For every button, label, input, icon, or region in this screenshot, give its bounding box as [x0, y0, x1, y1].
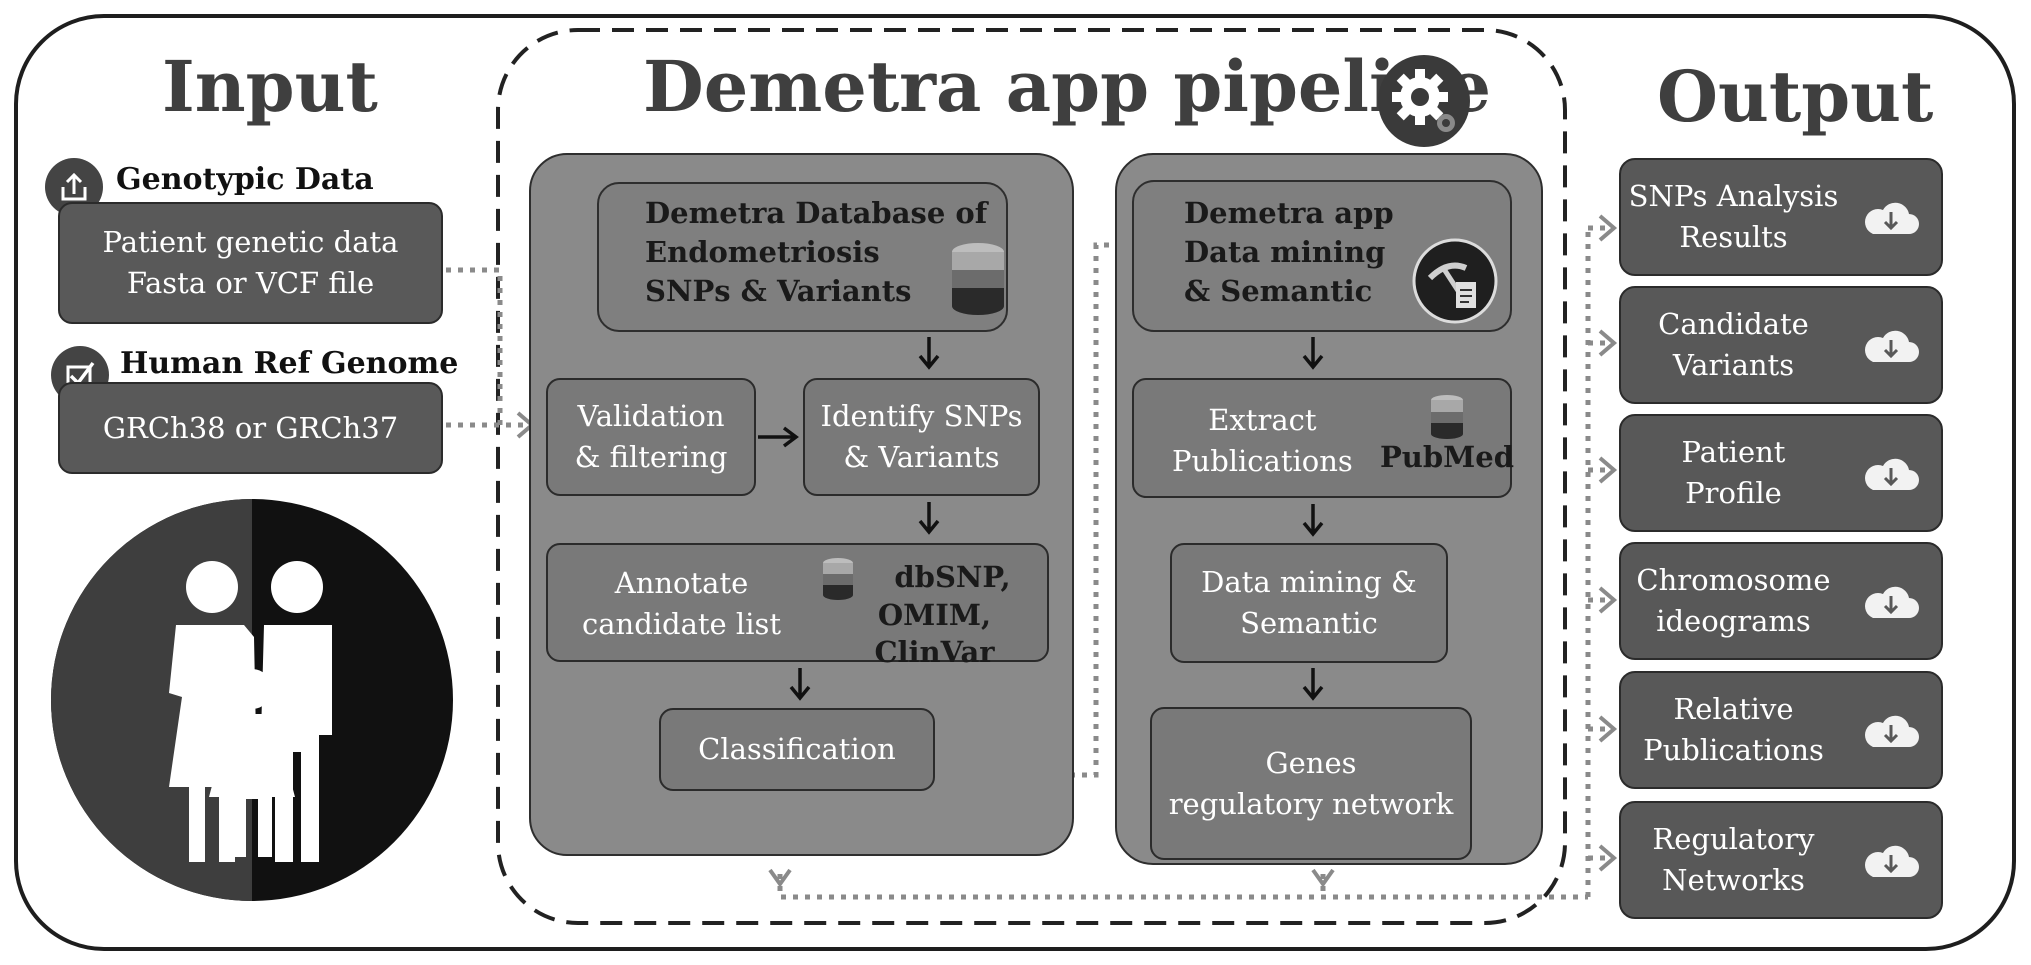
patient-genetic-data-line1: Patient genetic data: [102, 225, 399, 260]
output-line1: Chromosome: [1636, 563, 1831, 598]
classification-text: Classification: [698, 732, 896, 767]
output-line2: Networks: [1662, 863, 1805, 897]
sources-line1: dbSNP,: [894, 560, 1011, 594]
validation-line1: Validation: [577, 399, 725, 434]
annotation-sources: dbSNP, OMIM, ClinVar: [858, 559, 1047, 672]
output-candidate-variants[interactable]: Candidate Variants: [1619, 286, 1943, 404]
header-line1: Demetra app: [1184, 196, 1394, 230]
patient-genetic-data-box: Patient genetic data Fasta or VCF file: [58, 202, 443, 324]
identify-line2: & Variants: [843, 440, 1000, 474]
classification-box: Classification: [659, 708, 935, 791]
output-line1: Candidate: [1658, 307, 1809, 342]
data-mining-header-box: Demetra app Data mining & Semantic: [1132, 180, 1512, 332]
database-line1: Demetra Database of: [645, 196, 988, 230]
sources-line2: OMIM, ClinVar: [874, 597, 995, 670]
genes-line2: regulatory network: [1168, 786, 1454, 821]
patient-genetic-data-line2: Fasta or VCF file: [126, 266, 375, 300]
extract-line1: Extract: [1208, 403, 1317, 437]
genes-regulatory-network-box: Genes regulatory network: [1150, 707, 1472, 860]
output-snps-analysis-results[interactable]: SNPs Analysis Results: [1619, 158, 1943, 276]
extract-publications-box: Extract Publications PubMed: [1132, 378, 1514, 498]
ref-genome-text: GRCh38 or GRCh37: [102, 410, 399, 445]
output-line2: Profile: [1685, 476, 1782, 510]
mining-pick-icon: [1412, 238, 1498, 324]
output-line1: Regulatory: [1652, 822, 1815, 857]
upload-icon: [44, 157, 104, 217]
output-chromosome-ideograms[interactable]: Chromosome ideograms: [1619, 542, 1943, 660]
cloud-download-icon: [1865, 330, 1919, 362]
database-icon: [822, 557, 854, 601]
output-regulatory-networks[interactable]: Regulatory Networks: [1619, 801, 1943, 919]
genotypic-data-label: Genotypic Data: [116, 162, 374, 197]
human-ref-genome-label: Human Ref Genome: [120, 346, 459, 381]
output-patient-profile[interactable]: Patient Profile: [1619, 414, 1943, 532]
cloud-download-icon: [1865, 458, 1919, 490]
output-line2: Variants: [1672, 348, 1795, 382]
output-line2: Publications: [1643, 733, 1824, 767]
ref-genome-box: GRCh38 or GRCh37: [58, 382, 443, 474]
header-line3: & Semantic: [1184, 274, 1373, 309]
gear-icon: [1376, 53, 1472, 149]
input-title: Input: [162, 45, 378, 128]
output-line1: Relative: [1673, 692, 1794, 727]
data-mining-semantic-box: Data mining & Semantic: [1170, 543, 1448, 663]
mining-line2: Semantic: [1240, 606, 1378, 640]
identify-snps-box: Identify SNPs & Variants: [803, 378, 1040, 496]
pubmed-label: PubMed: [1380, 440, 1514, 474]
output-line1: Patient: [1681, 435, 1786, 470]
header-line2: Data mining: [1184, 235, 1386, 270]
annotate-candidate-box: Annotate candidate list dbSNP, OMIM, Cli…: [546, 543, 1049, 669]
validation-line2: & filtering: [574, 440, 728, 474]
output-title: Output: [1657, 55, 1934, 138]
database-icon: [1430, 394, 1464, 440]
output-relative-publications[interactable]: Relative Publications: [1619, 671, 1943, 789]
demetra-database-box: Demetra Database of Endometriosis SNPs &…: [597, 182, 1008, 332]
cloud-download-icon: [1865, 202, 1919, 234]
output-line1: SNPs Analysis: [1628, 179, 1839, 214]
genes-line1: Genes: [1265, 745, 1357, 780]
output-line2: Results: [1679, 220, 1788, 254]
database-icon: [951, 242, 1005, 316]
mining-line1: Data mining &: [1201, 565, 1417, 600]
output-line2: ideograms: [1656, 604, 1811, 638]
cloud-download-icon: [1865, 845, 1919, 877]
database-line2: Endometriosis: [645, 235, 880, 270]
cloud-download-icon: [1865, 586, 1919, 618]
cloud-download-icon: [1865, 715, 1919, 747]
database-line3: SNPs & Variants: [645, 274, 912, 309]
annotate-line2: candidate list: [582, 606, 782, 641]
identify-line1: Identify SNPs: [820, 399, 1023, 434]
pipeline-title: Demetra app pipeline: [643, 45, 1492, 128]
validation-filtering-box: Validation & filtering: [546, 378, 756, 496]
extract-line2: Publications: [1172, 443, 1353, 478]
family-icon: [49, 497, 455, 903]
annotate-line1: Annotate: [614, 566, 749, 600]
